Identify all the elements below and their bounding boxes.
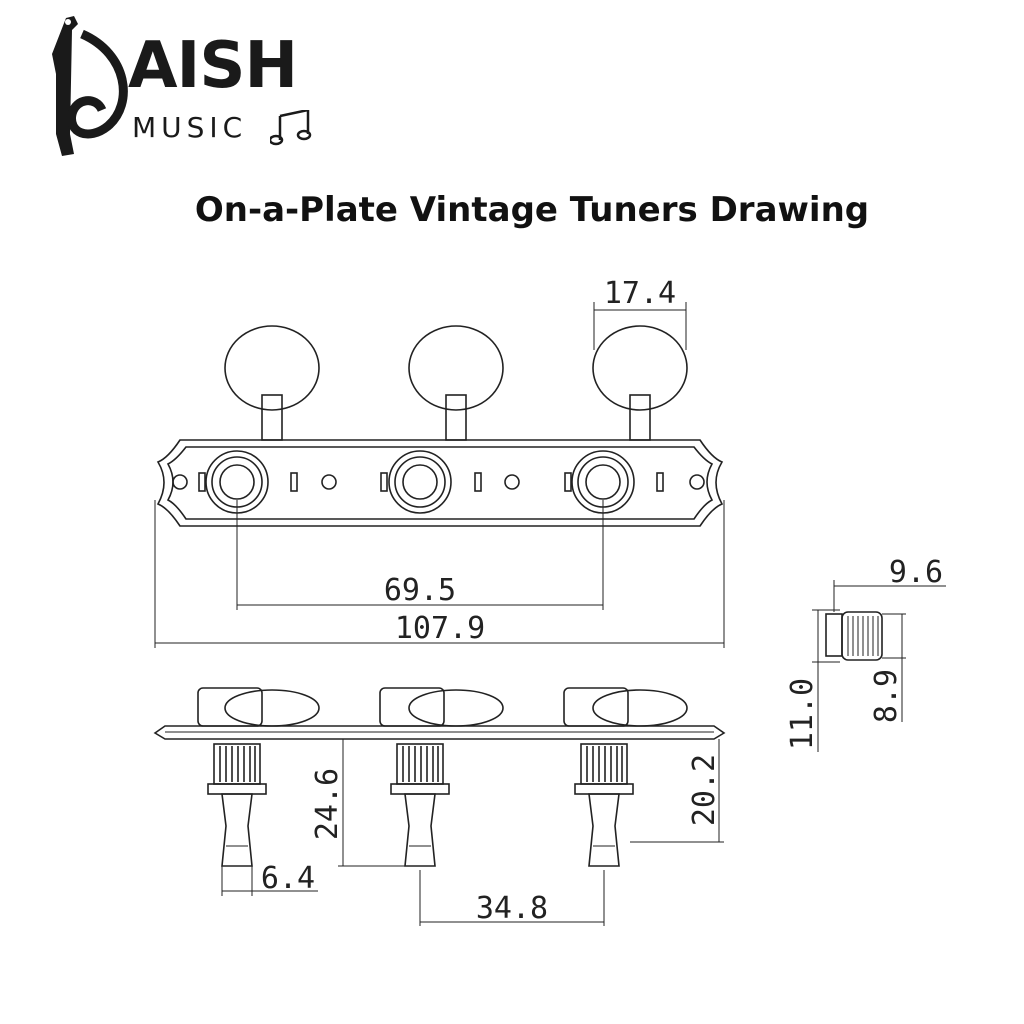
dim-post-diameter: 6.4 [261, 861, 315, 896]
brand-sub: MUSIC [132, 111, 248, 144]
front-view [153, 687, 726, 926]
dim-bushing-outer: 11.0 [785, 678, 820, 750]
dim-knob-width: 17.4 [604, 276, 676, 311]
plate-outline [156, 439, 724, 527]
post-left [207, 743, 267, 867]
dim-post-spacing: 69.5 [384, 573, 456, 608]
post-right [574, 743, 634, 867]
dim-plate-length: 107.9 [395, 611, 485, 646]
knob-left [224, 325, 320, 411]
plate-front [153, 725, 726, 740]
dim-post-height: 24.6 [310, 768, 345, 840]
guitar-headstock-icon [52, 16, 128, 156]
music-note-icon [270, 110, 312, 146]
dim-post-below-plate: 20.2 [687, 754, 722, 826]
dim-bushing-inner: 8.9 [869, 669, 904, 723]
dim-post-pitch: 34.8 [476, 891, 548, 926]
brand-word: AISH [128, 29, 298, 103]
page-title: On-a-Plate Vintage Tuners Drawing [194, 190, 870, 230]
dim-bushing-length: 9.6 [889, 555, 943, 590]
knob-middle [408, 325, 504, 411]
top-view [154, 302, 725, 648]
knob-right [592, 325, 688, 411]
post-middle [390, 743, 450, 867]
bushing-side-view [812, 580, 946, 752]
brand-logo: AISH MUSIC [48, 14, 328, 160]
